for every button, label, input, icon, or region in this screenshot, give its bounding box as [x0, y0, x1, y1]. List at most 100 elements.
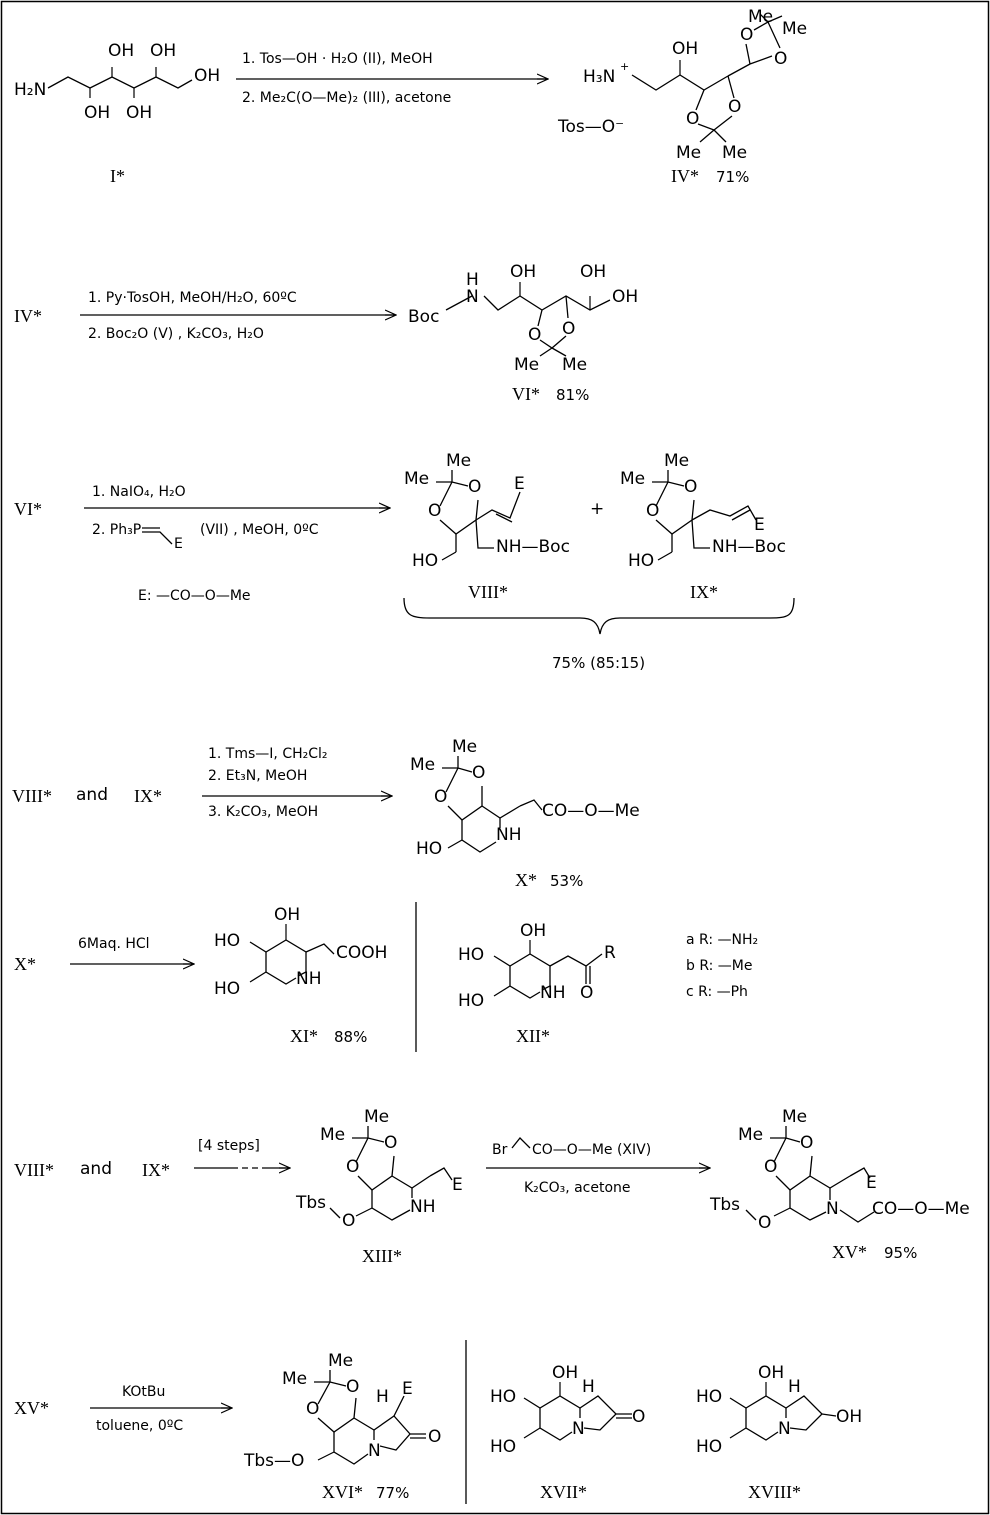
label-h-xvii: H	[582, 1377, 595, 1397]
r4-step1: 1. Tms—I, CH₂Cl₂	[208, 746, 328, 762]
label-o-xii: O	[580, 983, 593, 1003]
r-b: b R: —Me	[686, 958, 753, 974]
label-me-xv-1: Me	[738, 1125, 763, 1145]
arrow-r5: 6Maq. HCl	[70, 936, 194, 964]
label-nhboc-viii: NH—Boc	[496, 537, 570, 557]
label-me-xvi-1: Me	[282, 1369, 307, 1389]
label-ho-xviii-2: HO	[696, 1437, 722, 1457]
and-1: and	[76, 785, 108, 805]
label-n-xvi: N	[368, 1441, 381, 1461]
label-boc: Boc	[408, 307, 439, 327]
label-reactant-XV: XV*	[14, 1398, 49, 1418]
label-compound-VIII: VIII*	[468, 582, 508, 602]
label-oh-5: OH	[126, 103, 152, 123]
compound-XVI: Me Me O O N O H E Tbs—O	[243, 1351, 441, 1471]
arrow-r3: 1. NaIO₄, H₂O 2. Ph₃P E (VII) , MeOH, 0º…	[84, 484, 390, 604]
compound-I: H₂N OH OH OH OH OH	[14, 41, 220, 123]
label-me-ix-1: Me	[620, 469, 645, 489]
label-h2n: H₂N	[14, 80, 46, 100]
yield-XI: 88%	[334, 1028, 367, 1046]
label-o-xvii: O	[632, 1407, 645, 1427]
brace	[403, 597, 795, 635]
r1-step1: 1. Tos—OH · H₂O (II), MeOH	[242, 51, 433, 67]
label-plus: +	[620, 60, 629, 73]
yield-IV: 71%	[716, 168, 749, 186]
r7-cond1: KOtBu	[122, 1384, 165, 1400]
label-h-xvi: H	[376, 1387, 389, 1407]
label-h-xviii: H	[788, 1377, 801, 1397]
r3-legend: E: —CO—O—Me	[138, 588, 251, 604]
label-reactant-X: X*	[14, 954, 36, 974]
compound-XVII: OH HO HO N O H	[490, 1363, 645, 1457]
label-me-ix-2: Me	[664, 451, 689, 471]
label-oh-2: OH	[150, 41, 176, 61]
label-o-xvi-1: O	[346, 1377, 359, 1397]
yield-VI: 81%	[556, 386, 589, 404]
r6-reagent-br: Br	[492, 1142, 508, 1158]
label-oh-4: OH	[84, 103, 110, 123]
label-me-iv-2: Me	[722, 143, 747, 163]
label-o-iv-4: O	[774, 49, 787, 69]
r6-cond2: K₂CO₃, acetone	[524, 1180, 631, 1196]
label-me-vi-1: Me	[514, 355, 539, 375]
label-o-x-1: O	[472, 763, 485, 783]
label-compound-IV: IV*	[671, 166, 699, 186]
label-compound-I: I*	[110, 166, 125, 186]
label-o-vi-2: O	[562, 319, 575, 339]
label-compound-XVI: XVI*	[322, 1482, 363, 1502]
label-e-viii: E	[514, 474, 525, 494]
label-n-xv: N	[826, 1199, 839, 1219]
label-compound-XV: XV*	[832, 1242, 867, 1262]
label-nh-xiii: NH	[410, 1197, 436, 1217]
label-ho-xvii-2: HO	[490, 1437, 516, 1457]
label-ho-xi-2: HO	[214, 979, 240, 999]
label-oh-xii-1: OH	[520, 921, 546, 941]
label-e-xv: E	[866, 1173, 877, 1193]
label-o-xvi-3: O	[428, 1427, 441, 1447]
label-reactant-VIII: VIII*	[12, 786, 52, 806]
label-h-vi: H	[466, 270, 479, 290]
label-compound-IX: IX*	[690, 582, 718, 602]
label-nh-x: NH	[496, 825, 522, 845]
arrow-r2: 1. Py·TosOH, MeOH/H₂O, 60ºC 2. Boc₂O (V)…	[80, 290, 396, 342]
r4-step3: 3. K₂CO₃, MeOH	[208, 804, 318, 820]
label-oh-xviii-2: OH	[836, 1407, 862, 1427]
label-o-iv-3: O	[740, 25, 753, 45]
label-compound-X: X*	[515, 870, 537, 890]
label-oh-xi-1: OH	[274, 905, 300, 925]
compound-VI: Boc H N OH OH OH O O Me Me	[408, 262, 638, 375]
label-me-x-1: Me	[410, 755, 435, 775]
compound-IX: Me Me O O E HO NH—Boc	[620, 451, 786, 571]
r3-step2: 2. Ph₃P	[92, 522, 141, 538]
label-ho-x: HO	[416, 839, 442, 859]
label-nhboc-ix: NH—Boc	[712, 537, 786, 557]
r6-reagent-rest: CO—O—Me (XIV)	[532, 1142, 651, 1158]
compound-IV: H₃N + Tos—O⁻ OH O O Me Me O O Me Me	[557, 7, 807, 163]
yield-X: 53%	[550, 872, 583, 890]
arrow-r1: 1. Tos—OH · H₂O (II), MeOH 2. Me₂C(O—Me)…	[236, 51, 548, 106]
label-ho-xi-1: HO	[214, 931, 240, 951]
label-reactant-VI: VI*	[14, 499, 42, 519]
compound-XIII: Me Me O O NH E Tbs O	[295, 1107, 463, 1231]
label-o-xv-3: O	[758, 1213, 771, 1233]
label-compound-XVIII: XVIII*	[748, 1482, 801, 1502]
label-o-xvi-2: O	[306, 1399, 319, 1419]
label-compound-XVII: XVII*	[540, 1482, 587, 1502]
label-compound-XII: XII*	[516, 1026, 550, 1046]
label-tbs-xv: Tbs	[709, 1195, 740, 1215]
arrow-r7: KOtBu toluene, 0ºC	[90, 1384, 232, 1434]
r5-cond: 6Maq. HCl	[78, 936, 150, 952]
label-ho-xvii-1: HO	[490, 1387, 516, 1407]
r2-step2: 2. Boc₂O (V) , K₂CO₃, H₂O	[88, 326, 264, 342]
label-o-iv-2: O	[728, 97, 741, 117]
r3-step2-suffix: (VII) , MeOH, 0ºC	[200, 522, 319, 538]
label-nh-xi: NH	[296, 969, 322, 989]
label-reactant-IV: IV*	[14, 306, 42, 326]
label-o-iv-1: O	[686, 109, 699, 129]
yield-VIII-IX: 75% (85:15)	[552, 654, 645, 672]
compound-XII: OH HO HO NH O R	[458, 921, 616, 1011]
arrow-r6a: [4 steps]	[194, 1138, 290, 1168]
r-group-legend: a R: —NH₂ b R: —Me c R: —Ph	[686, 932, 758, 1000]
